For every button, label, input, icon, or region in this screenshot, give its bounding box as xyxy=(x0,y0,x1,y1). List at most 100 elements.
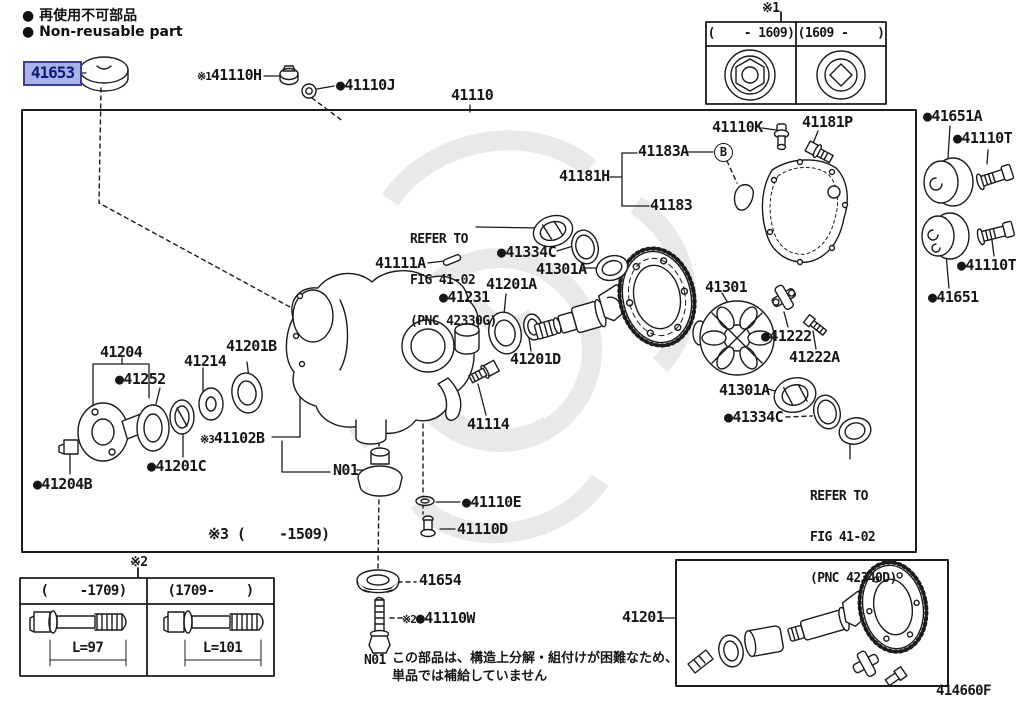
refer-note-42340D: REFER TO FIG 41-02 (PNC 42340D) xyxy=(810,463,897,599)
ref-table-1-box xyxy=(705,11,887,105)
drawing-bolt-41110T-1 xyxy=(975,163,1015,191)
part-label-41334C-right[interactable]: ●41334C xyxy=(724,408,784,426)
refer-line: (PNC 42340D) xyxy=(810,571,897,587)
drawing-seal-41201C xyxy=(169,399,195,435)
drawing-bolt-41110W xyxy=(368,596,391,654)
part-label-41110T-2[interactable]: ●41110T xyxy=(957,256,1017,274)
part-label-41301[interactable]: 41301 xyxy=(705,278,748,296)
drawing-bearing-42330G xyxy=(532,214,574,248)
part-label-41181P[interactable]: 41181P xyxy=(802,113,853,131)
applicability-note-1509: ※3 ( -1509) xyxy=(208,525,330,543)
part-label-41651A[interactable]: ●41651A xyxy=(923,107,983,125)
main-assembly-box xyxy=(21,109,917,553)
drawing-spider-41222 xyxy=(771,284,796,310)
part-label-41301A[interactable]: 41301A xyxy=(536,260,587,278)
footnote-line1: この部品は、構造上分解・組付けが困難なため、 xyxy=(392,651,679,666)
drawing-cushion-41651 xyxy=(921,212,970,260)
drawing-grommet-41110J xyxy=(301,83,317,99)
part-label-41204B[interactable]: ●41204B xyxy=(33,475,93,493)
part-label-41181H[interactable]: 41181H xyxy=(559,167,610,185)
part-label-41301A-right[interactable]: 41301A xyxy=(719,381,770,399)
note-ref-N01: N01 xyxy=(333,461,359,479)
part-label-41201[interactable]: 41201 xyxy=(622,608,665,626)
part-label-41201A[interactable]: 41201A xyxy=(486,275,537,293)
part-label-41110D[interactable]: 41110D xyxy=(457,520,508,538)
drawing-bearing-41301A-right xyxy=(773,377,817,413)
table1-col2-header: (1609 - ) xyxy=(797,26,885,41)
part-label-41334C[interactable]: ●41334C xyxy=(497,243,557,261)
pinion-box xyxy=(675,559,949,687)
drawing-gasket-41183 xyxy=(733,184,755,211)
part-label-41110E[interactable]: ●41110E xyxy=(462,493,522,511)
refer-line: REFER TO xyxy=(810,489,868,505)
part-label-41110W[interactable]: ※2●41110W xyxy=(402,610,475,627)
part-label-41653-highlighted[interactable]: 41653 xyxy=(23,61,82,86)
bolt-L97-drawing xyxy=(29,610,127,667)
refer-line: FIG 41-02 xyxy=(410,273,476,289)
part-label-41110J[interactable]: ●41110J xyxy=(336,76,396,94)
part-label-41654[interactable]: 41654 xyxy=(419,571,462,589)
drawing-bearing-41252 xyxy=(136,404,170,452)
drawing-bearing-41201A xyxy=(488,311,522,355)
part-label-41183[interactable]: 41183 xyxy=(650,196,693,214)
drawing-cushion-N01 xyxy=(357,447,403,497)
refer-line: FIG 41-02 xyxy=(810,530,876,546)
refer-line: (PNC 42330G) xyxy=(410,314,497,330)
part-label-41201C[interactable]: ●41201C xyxy=(147,457,207,475)
part-number: 41102B xyxy=(213,429,265,447)
part-label-41214[interactable]: 41214 xyxy=(184,352,227,370)
table2-col1-header: ( -1709) xyxy=(40,583,127,599)
drawing-breather-cap-41653 xyxy=(79,56,129,92)
drawing-bearing-41201B xyxy=(231,372,263,414)
view-ref-circle-B: B xyxy=(714,143,733,162)
table1-marker: ※1 xyxy=(762,1,780,16)
drawing-spacer-41231 xyxy=(454,323,480,355)
legend-non-reusable-en: ● Non-reusable part xyxy=(22,24,183,40)
bolt-length-dim-1: L=97 xyxy=(71,640,104,656)
figure-number: 414660F xyxy=(936,683,991,699)
drawing-rear-cover xyxy=(761,158,849,266)
legend-non-reusable-jp: ● 再使用不可部品 xyxy=(22,8,138,24)
drawing-plug-41110K xyxy=(773,123,790,151)
drawing-race-41334C xyxy=(570,229,600,265)
part-label-41110K[interactable]: 41110K xyxy=(712,118,763,136)
part-label-41114[interactable]: 41114 xyxy=(467,415,510,433)
drawing-carrier-housing xyxy=(285,270,479,445)
part-label-41201D[interactable]: 41201D xyxy=(510,350,561,368)
plug-square-icon xyxy=(816,50,866,100)
table2-col2-header: (1709- ) xyxy=(167,583,254,599)
part-label-41222A[interactable]: 41222A xyxy=(789,348,840,366)
drawing-ring-gear xyxy=(617,246,697,348)
drawing-race-41334C-right xyxy=(812,394,842,430)
part-label-41110H[interactable]: ※141110H xyxy=(197,66,262,84)
ref-marker-3: ※3 xyxy=(200,433,215,446)
drawing-bearing-42340D xyxy=(838,417,872,445)
bolt-L101-drawing xyxy=(163,610,264,667)
bolt-length-dim-2: L=101 xyxy=(202,640,243,656)
part-label-41231[interactable]: ●41231 xyxy=(439,288,490,306)
part-label-41102B[interactable]: ※341102B xyxy=(200,429,265,447)
part-number: 41110H xyxy=(210,66,262,84)
drawing-stud-41110D xyxy=(420,515,436,538)
part-label-41110[interactable]: 41110 xyxy=(451,86,494,104)
leader-lines xyxy=(69,72,995,619)
footnote-line2: 単品では補給していません xyxy=(392,669,548,684)
drawing-bolt-41181P xyxy=(804,140,834,164)
part-label-41252[interactable]: ●41252 xyxy=(115,370,166,388)
part-label-41111A[interactable]: 41111A xyxy=(375,254,426,272)
part-label-41201B[interactable]: 41201B xyxy=(226,337,277,355)
drawing-washer-41214 xyxy=(198,387,224,421)
part-label-41110T-1[interactable]: ●41110T xyxy=(953,129,1013,147)
part-label-41222[interactable]: ●41222 xyxy=(761,327,812,345)
plug-hex-icon xyxy=(724,49,776,101)
refer-line: REFER TO xyxy=(410,232,468,248)
drawing-diff-case-41301 xyxy=(692,300,775,376)
part-label-41183A[interactable]: 41183A xyxy=(638,142,689,160)
part-label-41651[interactable]: ●41651 xyxy=(928,288,979,306)
drawing-bolt-41110T-2 xyxy=(976,220,1015,246)
table1-col1-header: ( - 1609) xyxy=(707,26,795,41)
ref-marker-1: ※1 xyxy=(197,70,212,83)
part-label-41204[interactable]: 41204 xyxy=(100,343,143,361)
